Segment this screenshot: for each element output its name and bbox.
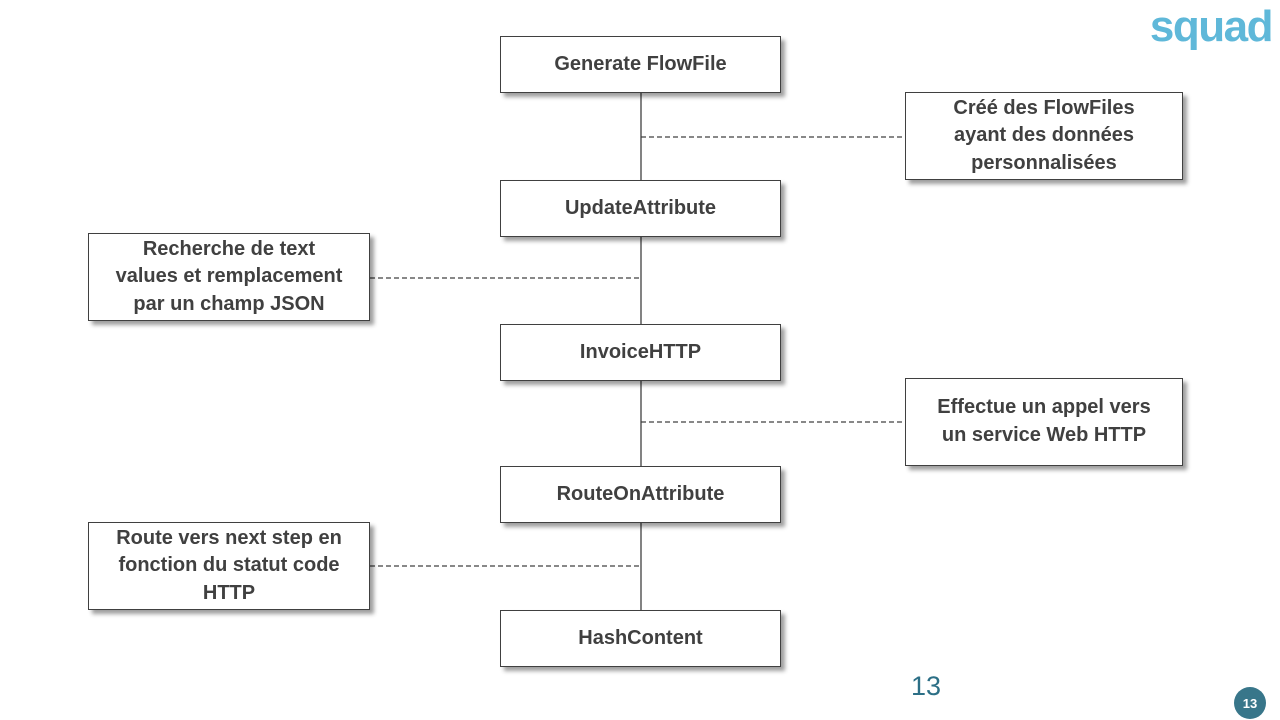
annotation-route-on-attribute: Route vers next step en fonction du stat…	[88, 522, 370, 610]
squad-logo: squad	[1149, 2, 1274, 51]
annotation-line: Route vers next step en	[116, 526, 342, 549]
flow-node-label: RouteOnAttribute	[556, 482, 725, 505]
annotation-line: Créé des FlowFiles	[953, 96, 1135, 119]
page-number-badge: 13	[1234, 687, 1266, 719]
flow-node-route-on-attribute: RouteOnAttribute	[500, 466, 781, 523]
annotation-line: Recherche de text	[142, 237, 316, 260]
annotation-line: par un champ JSON	[133, 292, 325, 315]
flow-node-label: InvoiceHTTP	[579, 340, 702, 363]
flow-node-label: Generate FlowFile	[554, 52, 727, 75]
annotation-line: Effectue un appel vers	[937, 396, 1151, 419]
page-number: 13	[911, 671, 942, 701]
flow-node-invoice-http: InvoiceHTTP	[500, 324, 781, 381]
annotation-line: un service Web HTTP	[941, 424, 1147, 446]
flow-node-update-attribute: UpdateAttribute	[500, 180, 781, 237]
annotation-line: ayant des données	[953, 124, 1135, 147]
annotation-line: personnalisées	[971, 151, 1117, 174]
annotation-invoice-http: Effectue un appel vers un service Web HT…	[905, 378, 1183, 466]
annotation-line: values et remplacement	[115, 265, 343, 288]
flow-node-label: UpdateAttribute	[564, 196, 717, 219]
flow-node-hash-content: HashContent	[500, 610, 781, 667]
flow-node-label: HashContent	[578, 626, 703, 649]
annotation-generate-flowfile: Créé des FlowFiles ayant des données per…	[905, 92, 1183, 180]
annotation-line: fonction du statut code	[118, 554, 340, 577]
annotation-line: HTTP	[202, 581, 256, 604]
flow-node-generate-flowfile: Generate FlowFile	[500, 36, 781, 93]
annotation-update-attribute: Recherche de text values et remplacement…	[88, 233, 370, 321]
